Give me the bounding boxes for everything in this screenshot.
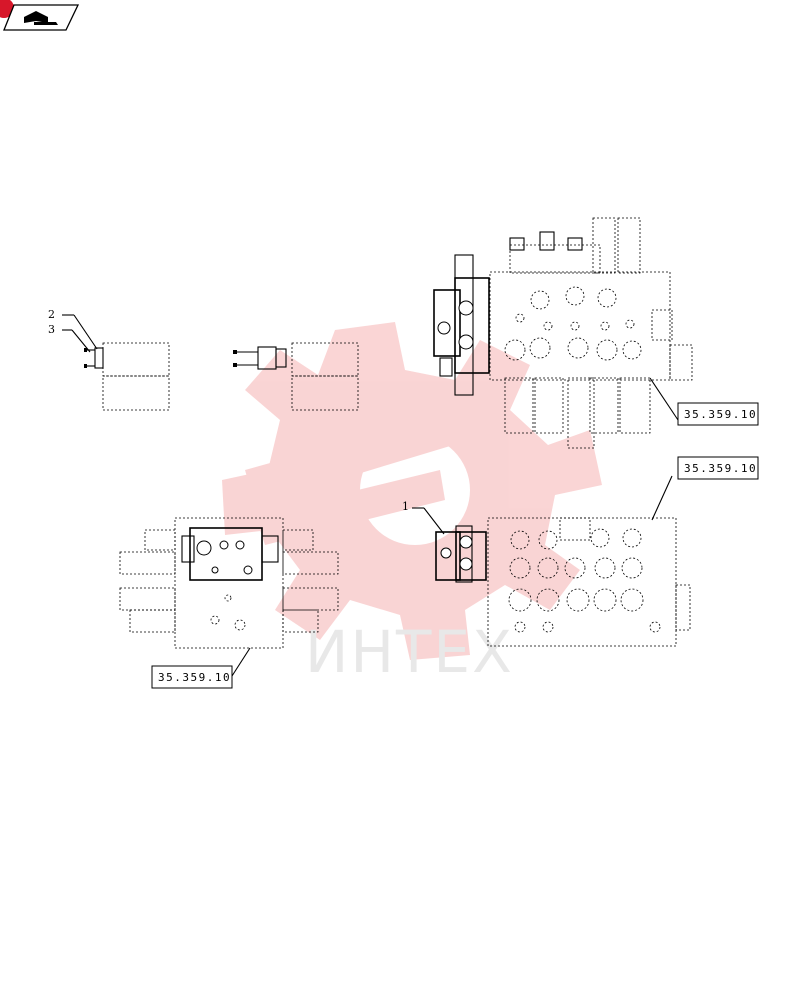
watermark-gear-icon: [222, 322, 602, 660]
seal-kit-outline-bottom: [102, 375, 170, 411]
callout-2: 2: [48, 308, 55, 321]
callout-1: 1: [402, 500, 409, 513]
spacer-kit-outline-bottom: [291, 375, 359, 411]
callout-3: 3: [48, 323, 55, 336]
ref-box-bottom: [151, 665, 233, 689]
ref-label-top: 35.359.10: [684, 408, 757, 421]
ref-box-top: [677, 402, 759, 426]
book-hand-icon: [24, 11, 58, 25]
seal-part: [84, 347, 104, 369]
left-valve-assembly: 35.359.10: [119, 517, 339, 689]
ref-box-mid: [677, 456, 759, 480]
watermark-text: ИНТЕХ: [305, 618, 514, 686]
watermark: ИНТЕХ: [222, 322, 602, 686]
seal-kit-outline-top: [102, 342, 170, 377]
ref-label-mid: 35.359.10: [684, 462, 757, 475]
top-valve-assembly: 35.359.10: [433, 217, 759, 449]
corner-badge[interactable]: [0, 0, 80, 31]
mid-valve-assembly: 1 35.359.10: [402, 456, 759, 647]
seal-kit-group: 2 3: [48, 308, 170, 411]
spacer-kit-group: [233, 342, 359, 411]
ref-label-bottom: 35.359.10: [158, 671, 231, 684]
